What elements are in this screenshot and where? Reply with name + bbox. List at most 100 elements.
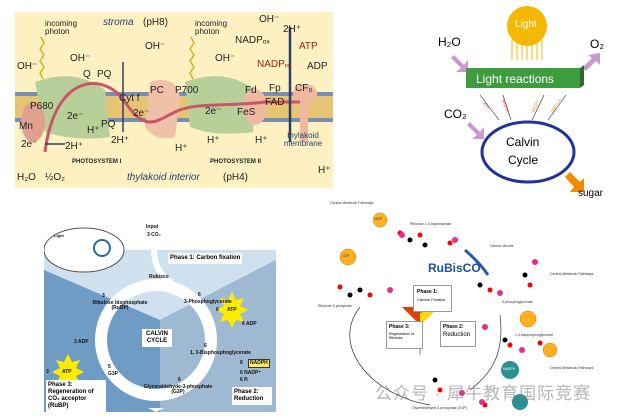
cycle-label: Cycle bbox=[508, 153, 539, 167]
h-label: H⁺ bbox=[207, 135, 220, 146]
nadp-ox-label: NADPₒₓ bbox=[235, 35, 270, 46]
oh-label: OH⁻ bbox=[215, 53, 236, 64]
pga-label: 3-phosphoglycerate bbox=[502, 300, 533, 304]
phase-2-box: Phase 2: Reduction bbox=[232, 387, 272, 405]
light-label: Light bbox=[515, 19, 537, 30]
atp-text: ATP bbox=[343, 254, 350, 258]
h-label: H⁺ bbox=[87, 125, 100, 136]
g3p-small-label: G3P bbox=[108, 371, 119, 377]
g3p-label: Glyceraldehyde 3-phosphate (G3P) bbox=[412, 406, 468, 410]
co2-label: CO₂ bbox=[444, 107, 467, 121]
mn-label: Mn bbox=[19, 121, 33, 132]
central-pathways-label: Central Metabolic Pathways bbox=[550, 272, 594, 276]
adp-label: ADP bbox=[307, 61, 328, 72]
p700-label: P700 bbox=[175, 85, 199, 96]
rubp-label: Ribulose bisphosphate (RuBP) bbox=[92, 300, 148, 311]
p680-label: P680 bbox=[30, 101, 54, 112]
phase-3-box: Phase 3: Regeneration of Ribulose bbox=[386, 321, 423, 349]
photosystem-1-label: PHOTOSYSTEM I bbox=[72, 159, 122, 165]
membrane-illustration bbox=[15, 27, 333, 153]
rubp-count: 3 bbox=[102, 293, 105, 299]
electron-label: 2e⁻ bbox=[67, 111, 84, 122]
phase-1-title: Phase 1: bbox=[417, 289, 438, 295]
watermark: 公众号 · 犀牛教育国际竞赛 bbox=[375, 384, 592, 403]
h-label: H⁺ bbox=[175, 143, 188, 154]
atp3-count: 3 bbox=[46, 369, 49, 375]
atp-in-count: 6 bbox=[216, 307, 219, 313]
oh-label: OH⁻ bbox=[17, 61, 38, 72]
h-label: H⁺ bbox=[318, 165, 331, 176]
phase-3-box: Phase 3: Regeneration of CO₂ acceptor (R… bbox=[46, 380, 106, 412]
pga-label: 3-Phosphoglycerate bbox=[184, 299, 232, 305]
fad-label: FAD bbox=[265, 97, 285, 108]
stroma-ph-label: (pH8) bbox=[143, 17, 169, 28]
input-label: Input bbox=[146, 224, 159, 230]
central-pathways-label: Central Metabolic Pathways bbox=[550, 366, 594, 370]
bpg-count: 6 bbox=[204, 343, 207, 349]
nadp-arrow-label: NADP⁺ bbox=[530, 98, 541, 113]
ru5p-label: Ribulose 5-phosphate bbox=[318, 304, 353, 308]
calvin-cycle-diagram: Input 3 CO₂ Light Phase 1: Carbon fixati… bbox=[44, 222, 276, 412]
pi-out-label: 6 Pᵢ bbox=[240, 377, 249, 383]
rubisco-label: Rubisco bbox=[149, 274, 169, 280]
calvin-cycle-label: CALVIN CYCLE bbox=[142, 329, 172, 347]
atp-starburst bbox=[519, 310, 537, 328]
g3p-label: Glyceraldehyde-3-phosphate (G3P) bbox=[143, 384, 213, 395]
electron-label: 2e⁻ bbox=[21, 139, 38, 150]
nadp-out-label: 6 NADP⁺ bbox=[240, 370, 261, 376]
g3p-small-count: 5 bbox=[108, 364, 111, 370]
adp-text: ADP bbox=[375, 217, 383, 221]
adp-out-label: 6 ADP bbox=[242, 321, 257, 327]
adp-starburst bbox=[542, 342, 558, 358]
phase-2-title: Phase 2: bbox=[443, 324, 464, 330]
photosynthesis-overview-diagram: Light H₂O O₂ Light reactions CO₂ ATP NAD… bbox=[420, 0, 624, 200]
electron-label: 2e⁻ bbox=[205, 106, 222, 117]
nadph-count: 6 bbox=[240, 360, 243, 366]
phase-2-subtitle: Reduction bbox=[443, 332, 471, 338]
phase-3-title: Phase 3: bbox=[389, 324, 410, 330]
two-h-label: 2H⁺ bbox=[111, 135, 130, 146]
fd-label: Fd bbox=[245, 85, 257, 96]
phase-1-box: Phase 1: Carbon Fixation bbox=[413, 285, 452, 312]
light-reactions-label: Light reactions bbox=[476, 72, 555, 86]
pga-count: 6 bbox=[198, 292, 201, 298]
interior-ph-label: (pH4) bbox=[223, 172, 249, 183]
pq-label: PQ bbox=[97, 69, 112, 80]
thylakoid-interior-label: thylakoid interior bbox=[127, 172, 200, 183]
g3p-count: 6 bbox=[178, 377, 181, 383]
overview-illustration bbox=[451, 6, 600, 192]
oh-label: OH⁻ bbox=[259, 14, 280, 25]
h2o-label: H₂O bbox=[17, 172, 36, 183]
bpg-label: 1, 3-Bisphosphoglycerate bbox=[190, 350, 251, 356]
cytf-label: Cyt f bbox=[119, 93, 140, 104]
calvin-label: Calvin bbox=[506, 135, 540, 149]
bpg-label: 1,3-bisphosphoglycerate bbox=[515, 333, 554, 337]
two-h-label: 2H⁺ bbox=[65, 141, 84, 152]
fes-label: FeS bbox=[237, 107, 256, 118]
pq-label: PQ bbox=[101, 119, 116, 130]
two-h-label: 2H⁺ bbox=[283, 24, 302, 35]
cf0-label: CF₀ bbox=[295, 83, 313, 94]
inset-light-label: Light bbox=[54, 233, 64, 238]
central-pathways-label: Central Metabolic Pathways bbox=[330, 201, 374, 205]
oh-label: OH⁻ bbox=[70, 53, 91, 64]
nadph-text: NADPH bbox=[503, 367, 516, 371]
sugar-label: sugar bbox=[578, 188, 604, 199]
atp-label: ATP bbox=[227, 307, 237, 313]
nadp-re-label: NADPᵣₑ bbox=[257, 59, 291, 70]
atp-label: ATP bbox=[62, 369, 72, 375]
electron-label: 2e⁻ bbox=[133, 108, 150, 119]
co2-label: Carbon dioxide bbox=[490, 244, 514, 248]
pc-label: PC bbox=[150, 85, 164, 96]
thylakoid-membrane-diagram: incoming photon stroma (pH8) incoming ph… bbox=[15, 12, 333, 188]
rubp-label: Ribulose 1,5-bisphosphate bbox=[410, 222, 452, 226]
photosystem-2-label: PHOTOSYSTEM II bbox=[210, 159, 261, 165]
nadph-label: NADPH bbox=[248, 359, 270, 368]
incoming-photon-label: incoming photon bbox=[45, 19, 78, 36]
atp-label: ATP bbox=[299, 41, 318, 52]
input-co2-label: 3 CO₂ bbox=[147, 232, 161, 238]
phase-1-box: Phase 1: Carbon fixation bbox=[168, 253, 243, 264]
phase-1-subtitle: Carbon Fixation bbox=[417, 297, 446, 302]
h-label: H⁺ bbox=[255, 135, 268, 146]
thylakoid-membrane-label: thylakoid membrane bbox=[283, 131, 323, 148]
